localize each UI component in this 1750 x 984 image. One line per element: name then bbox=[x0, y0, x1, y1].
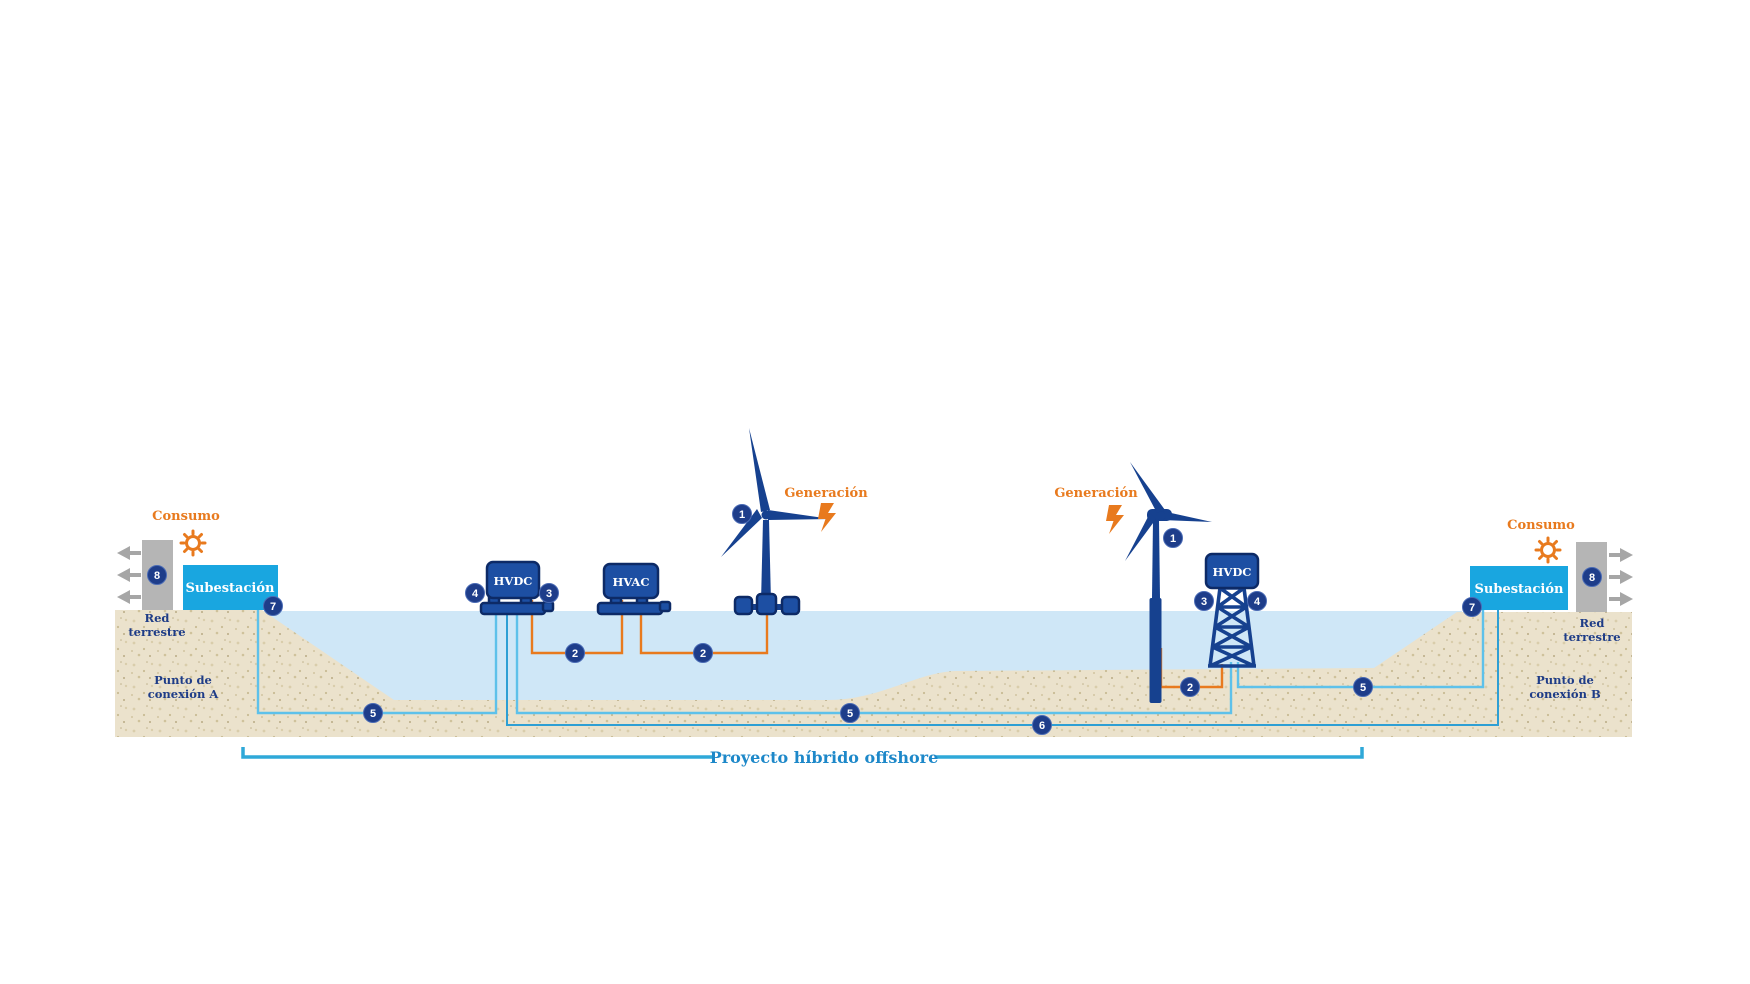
hvdc-platform: HVDC bbox=[479, 560, 555, 616]
svg-text:2: 2 bbox=[1187, 682, 1193, 694]
badge-5-cable-right: 5 bbox=[1353, 677, 1373, 697]
svg-text:8: 8 bbox=[1589, 572, 1595, 584]
badge-5-cable-middle: 5 bbox=[840, 703, 860, 723]
fixed-wind-turbine bbox=[1125, 462, 1212, 703]
badge-3-hvdc-platform-right: 3 bbox=[539, 583, 559, 603]
substation-b-box bbox=[1470, 566, 1568, 610]
substation-a-label: Subestación bbox=[186, 581, 275, 596]
badge-6-interconnector: 6 bbox=[1032, 715, 1052, 735]
svg-text:3: 3 bbox=[1201, 596, 1207, 608]
sun-icon-left bbox=[179, 529, 207, 557]
svg-text:7: 7 bbox=[1469, 602, 1475, 614]
badge-2-array-cable-3: 2 bbox=[1180, 677, 1200, 697]
badge-4-hvdc-platform-left: 4 bbox=[465, 583, 485, 603]
substation-a-box bbox=[183, 565, 278, 610]
svg-text:5: 5 bbox=[1360, 682, 1366, 694]
svg-text:2: 2 bbox=[700, 648, 706, 660]
badge-2-array-cable-1: 2 bbox=[565, 643, 585, 663]
lightning-bolt-icon-left bbox=[818, 503, 836, 532]
svg-text:3: 3 bbox=[546, 588, 552, 600]
connection-point-b-1: Punto de bbox=[1536, 673, 1594, 687]
badge-8-grid-a: 8 bbox=[147, 565, 167, 585]
grid-label-right-1: Red bbox=[1580, 616, 1605, 630]
badge-7-landing-a: 7 bbox=[263, 596, 283, 616]
svg-text:5: 5 bbox=[370, 708, 376, 720]
hvdc-tower-label: HVDC bbox=[1213, 565, 1252, 579]
badge-4-hvdc-tower-right: 4 bbox=[1247, 591, 1267, 611]
consumo-label-right: Consumo bbox=[1507, 518, 1575, 533]
floating-wind-turbine bbox=[721, 428, 831, 616]
sun-icon-right bbox=[1534, 536, 1562, 564]
grid-label-right-2: terrestre bbox=[1563, 630, 1620, 644]
svg-text:8: 8 bbox=[154, 570, 160, 582]
badge-3-hvdc-tower-left: 3 bbox=[1194, 591, 1214, 611]
cable-5-hvdc-platform-to-hvdc-tower bbox=[515, 614, 1233, 715]
substation-b-label: Subestación bbox=[1475, 582, 1564, 597]
seabed-and-shores bbox=[115, 610, 1632, 737]
svg-text:5: 5 bbox=[847, 708, 853, 720]
connection-point-a-2: conexión A bbox=[148, 687, 220, 701]
svg-text:7: 7 bbox=[270, 601, 276, 613]
generacion-label-left: Generación bbox=[784, 486, 868, 501]
badge-1-floating-turbine: 1 bbox=[732, 504, 752, 524]
connection-point-a-1: Punto de bbox=[154, 673, 212, 687]
svg-text:2: 2 bbox=[572, 648, 578, 660]
hvdc-platform-label: HVDC bbox=[494, 574, 533, 588]
badge-5-cable-left: 5 bbox=[363, 703, 383, 723]
grid-flow-arrows-right bbox=[1609, 548, 1633, 606]
grid-flow-arrows-left bbox=[117, 546, 141, 604]
hvac-platform: HVAC bbox=[596, 562, 672, 616]
connection-point-b-2: conexión B bbox=[1529, 687, 1601, 701]
badge-2-array-cable-2: 2 bbox=[693, 643, 713, 663]
badge-7-landing-b: 7 bbox=[1462, 597, 1482, 617]
grid-label-left-1: Red bbox=[145, 611, 170, 625]
svg-text:6: 6 bbox=[1039, 720, 1045, 732]
lightning-bolt-icon-right bbox=[1106, 505, 1124, 534]
hvac-platform-label: HVAC bbox=[613, 575, 650, 589]
svg-text:4: 4 bbox=[1254, 596, 1261, 608]
hvdc-lattice-tower: HVDC bbox=[1204, 552, 1260, 668]
generacion-label-right: Generación bbox=[1054, 486, 1138, 501]
badge-8-grid-b: 8 bbox=[1582, 567, 1602, 587]
badge-1-fixed-turbine: 1 bbox=[1163, 528, 1183, 548]
consumo-label-left: Consumo bbox=[152, 509, 220, 524]
project-extent-bracket bbox=[241, 747, 1364, 759]
grid-label-left-2: terrestre bbox=[128, 625, 185, 639]
svg-text:1: 1 bbox=[739, 509, 745, 521]
project-title: Proyecto híbrido offshore bbox=[710, 748, 939, 767]
svg-text:4: 4 bbox=[472, 588, 479, 600]
cable-6-interconnector bbox=[506, 606, 1499, 726]
svg-text:1: 1 bbox=[1170, 533, 1176, 545]
